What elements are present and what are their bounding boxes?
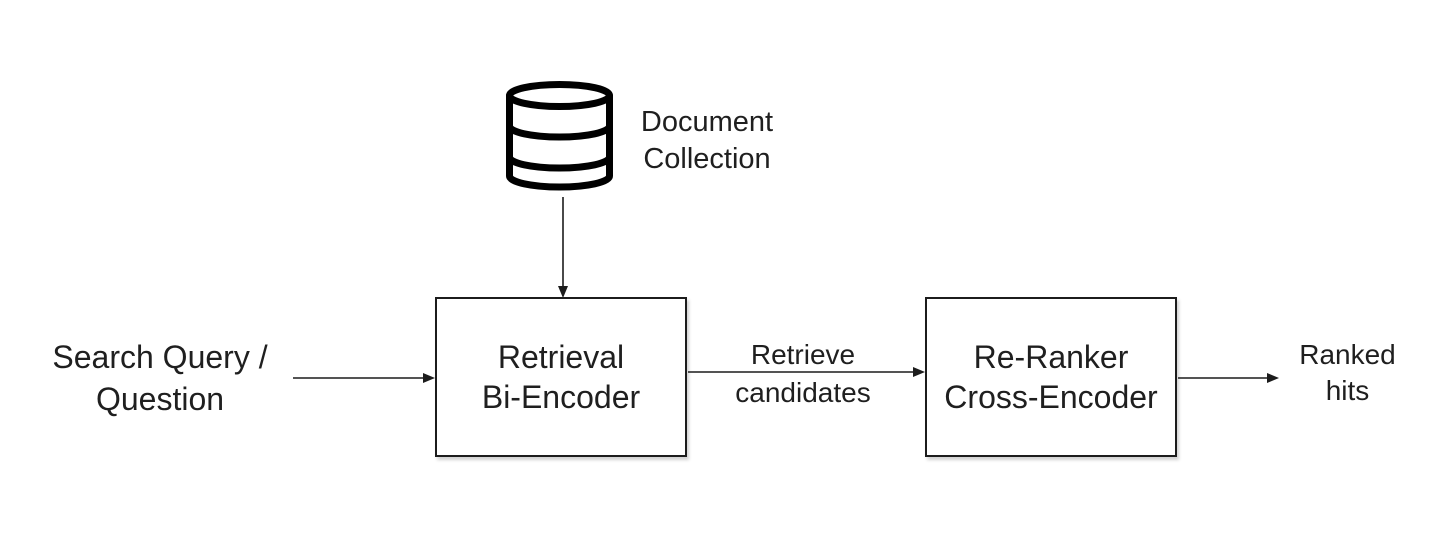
retrieve-candidates-label-line2: candidates (735, 377, 871, 408)
document-collection-label-line2: Collection (643, 143, 771, 175)
arrow-retrieval-to-reranker (688, 367, 925, 377)
re-ranker-cross-encoder-label-line2: Cross-Encoder (944, 379, 1158, 415)
retrieval-bi-encoder-label-line2: Bi-Encoder (481, 379, 641, 415)
document-collection-label-line1: Document (640, 106, 774, 138)
retrieval-bi-encoder-box: Retrieval Bi-Encoder (435, 297, 687, 457)
retrieve-candidates-label-line1: Retrieve (750, 339, 856, 370)
search-query-label-line1: Search Query / (52, 339, 268, 375)
arrow-collection-to-retrieval (558, 197, 568, 298)
retrieval-bi-encoder-label-line1: Retrieval (497, 339, 625, 375)
ranked-hits-label-line2: hits (1325, 375, 1370, 406)
ranked-hits-label: Ranked hits (1280, 337, 1415, 409)
ranked-hits-label-line1: Ranked (1299, 339, 1396, 370)
re-ranker-cross-encoder-label-line1: Re-Ranker (973, 339, 1129, 375)
re-ranker-cross-encoder-box: Re-Ranker Cross-Encoder (925, 297, 1177, 457)
document-collection-label: Document Collection (612, 104, 802, 178)
arrow-reranker-to-ranked-hits (1178, 373, 1279, 383)
arrow-query-to-retrieval (293, 373, 435, 383)
database-icon (506, 81, 613, 191)
search-query-label-line2: Question (95, 381, 225, 417)
search-query-label: Search Query / Question (18, 336, 302, 420)
